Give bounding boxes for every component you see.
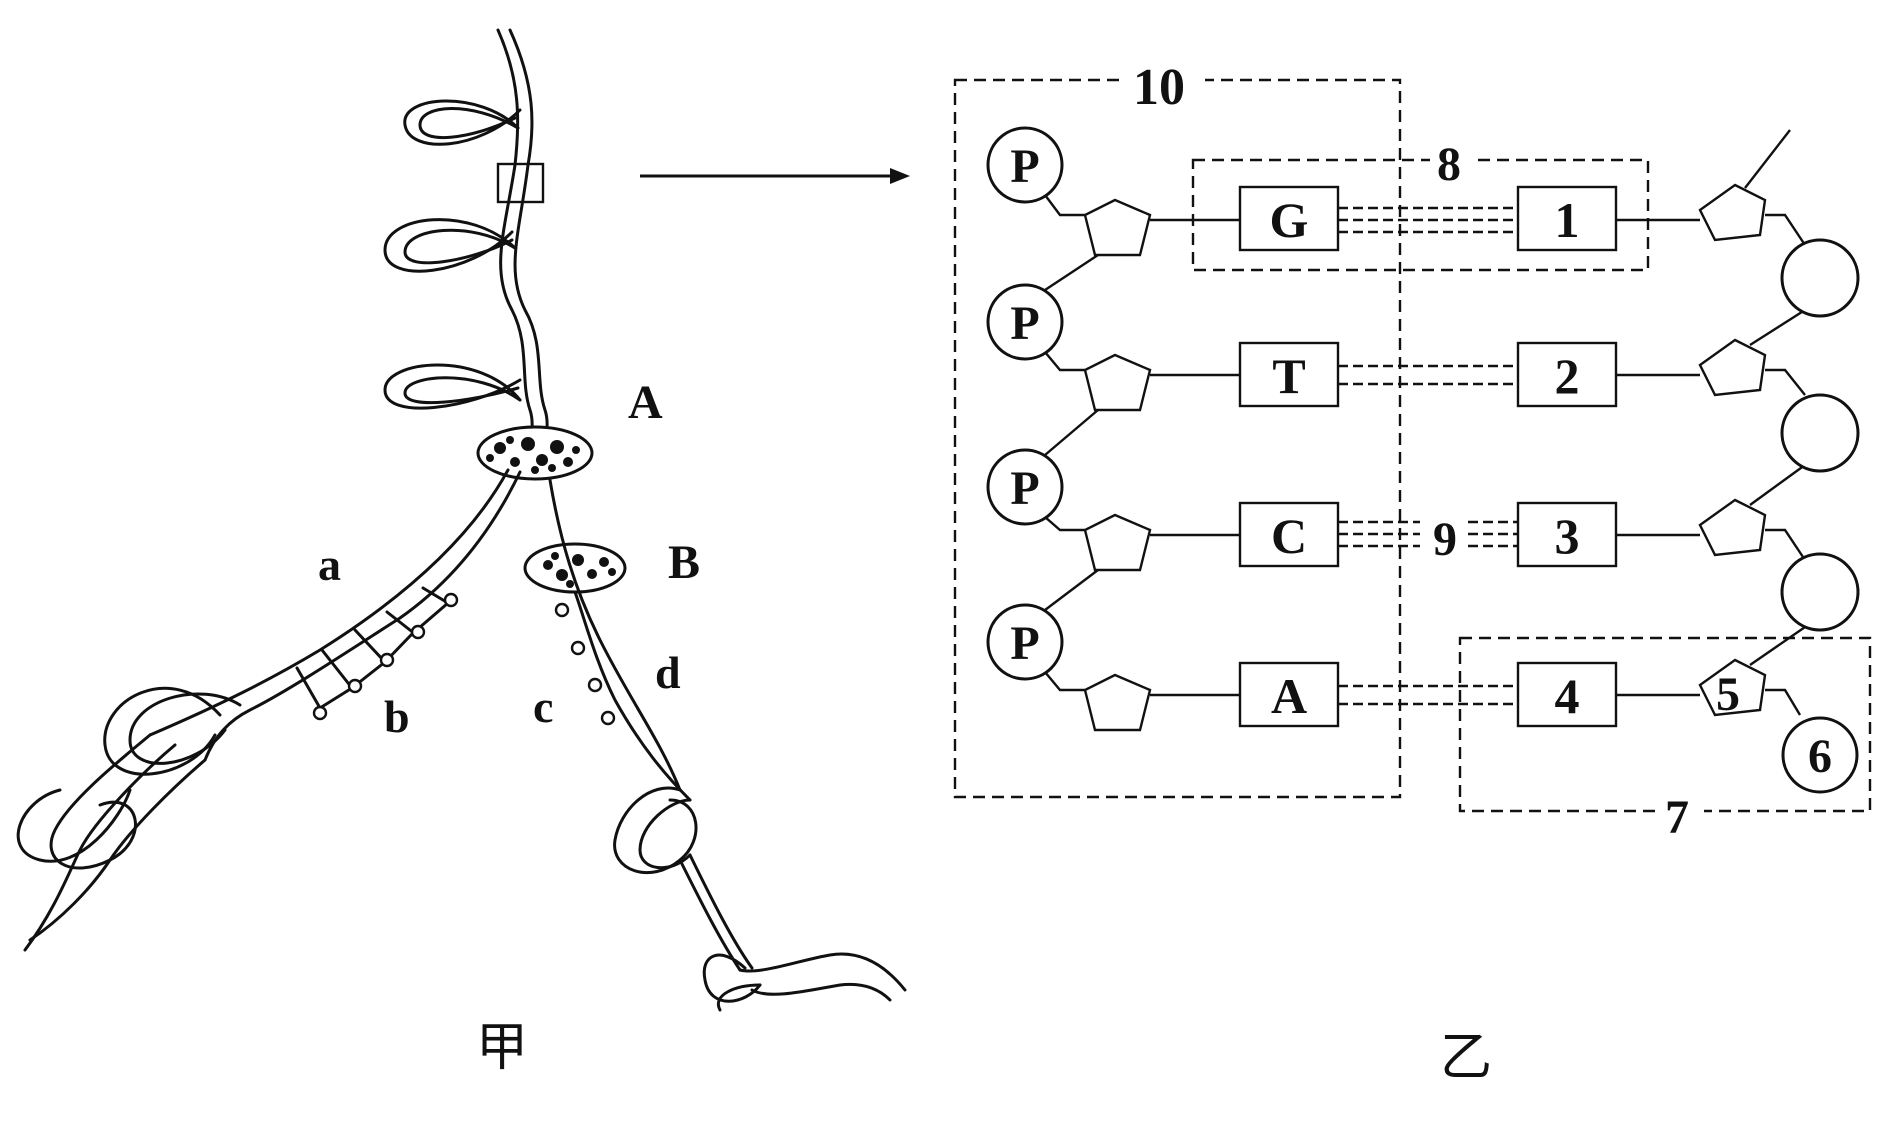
daughter-strand-left <box>16 468 522 952</box>
base-box-g <box>1238 185 1340 252</box>
phosphate-right-1 <box>1780 238 1860 318</box>
daughter-strand-right <box>548 478 907 1012</box>
label-c-strand: c <box>533 681 553 732</box>
base-right-1: 1 <box>1555 192 1580 248</box>
phosphate-label-4: P <box>1010 617 1039 670</box>
base-box-a <box>1238 661 1340 728</box>
base-left-3: C <box>1271 508 1307 564</box>
sugar-right-3 <box>1698 498 1767 557</box>
sugar-right-4 <box>1698 658 1767 717</box>
left-backbone: P P P P <box>986 126 1240 732</box>
left-bases: G T C A <box>1238 185 1340 728</box>
sugar-left-2 <box>1083 353 1152 412</box>
region-10-box <box>953 78 1402 799</box>
arrow-jia-to-yi <box>640 168 910 184</box>
base-box-1 <box>1516 185 1618 252</box>
base-left-1: G <box>1270 192 1309 248</box>
phosphate-label-3: P <box>1010 462 1039 515</box>
sugar-left-1 <box>1083 198 1152 257</box>
figure-yi: 10 8 7 P P P P <box>953 58 1872 1088</box>
label-b-fork: B <box>668 536 700 589</box>
phosphate-3: P <box>986 448 1064 526</box>
phosphate-right-3 <box>1780 552 1860 632</box>
right-backbone <box>1616 129 1860 794</box>
label-d-strand: d <box>655 647 681 698</box>
sugar-left-4 <box>1083 673 1152 732</box>
base-right-3: 3 <box>1555 508 1580 564</box>
caption-yi: 乙 <box>1440 1028 1492 1088</box>
hydrogen-bonds <box>1338 206 1518 706</box>
sugar-right-2 <box>1698 338 1767 397</box>
parental-dna-strand <box>383 28 549 460</box>
label-a-fork: A <box>628 376 663 429</box>
label-8: 8 <box>1437 138 1461 191</box>
label-5: 5 <box>1716 668 1740 721</box>
label-9: 9 <box>1433 513 1457 566</box>
phosphate-right-4 <box>1781 716 1859 794</box>
phosphate-label-2: P <box>1010 297 1039 350</box>
phosphate-4: P <box>986 603 1064 681</box>
sugar-right-1 <box>1698 183 1767 242</box>
phosphate-right-2 <box>1780 393 1860 473</box>
phosphate-1: P <box>986 126 1064 204</box>
base-right-2: 2 <box>1555 348 1580 404</box>
replication-enzyme-a <box>476 425 594 481</box>
right-bases: 1 2 3 4 <box>1516 185 1618 728</box>
label-a-strand: a <box>318 539 341 590</box>
region-8-box <box>1191 158 1650 272</box>
base-right-4: 4 <box>1555 668 1580 724</box>
caption-jia: 甲 <box>476 1018 528 1078</box>
label-7: 7 <box>1665 791 1689 844</box>
replication-enzyme-b <box>523 542 627 594</box>
phosphate-2: P <box>986 283 1064 361</box>
base-left-4: A <box>1271 668 1307 724</box>
sugar-left-3 <box>1083 513 1152 572</box>
label-10: 10 <box>1133 59 1185 116</box>
label-b-strand: b <box>384 691 410 742</box>
label-6: 6 <box>1808 730 1832 783</box>
base-left-2: T <box>1272 348 1305 404</box>
base-box-t <box>1238 341 1340 408</box>
highlight-box <box>496 162 545 204</box>
phosphate-label-1: P <box>1010 140 1039 193</box>
figure-jia: A a b <box>16 28 907 1078</box>
